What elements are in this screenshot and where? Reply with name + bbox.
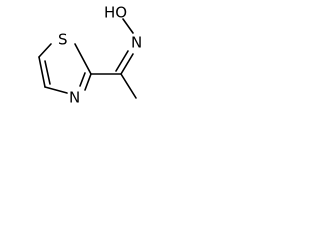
bond-n3-c2-inner [79, 72, 86, 87]
bond-c2-s [74, 43, 92, 75]
bond-c-oxime-methyl [120, 73, 137, 99]
bond-c4-n3 [44, 86, 68, 94]
bond-c5-c4-inner [44, 60, 51, 85]
bond-n-o [122, 18, 134, 34]
atom-label-ring-nitrogen: N [69, 89, 80, 107]
atom-label-ring-sulfur: S [58, 31, 68, 49]
bond-n3-c2 [84, 73, 92, 91]
thiazole-oxime-structure: HO N S N [38, 4, 142, 107]
bond-c-n-double-inner [115, 50, 129, 72]
bond-c-n-double-outer [120, 53, 134, 75]
bond-c5-c4 [38, 56, 46, 88]
bond-s-c5 [38, 43, 52, 58]
atom-label-hydroxyl: HO [104, 4, 127, 22]
atom-label-oxime-nitrogen: N [131, 34, 142, 52]
